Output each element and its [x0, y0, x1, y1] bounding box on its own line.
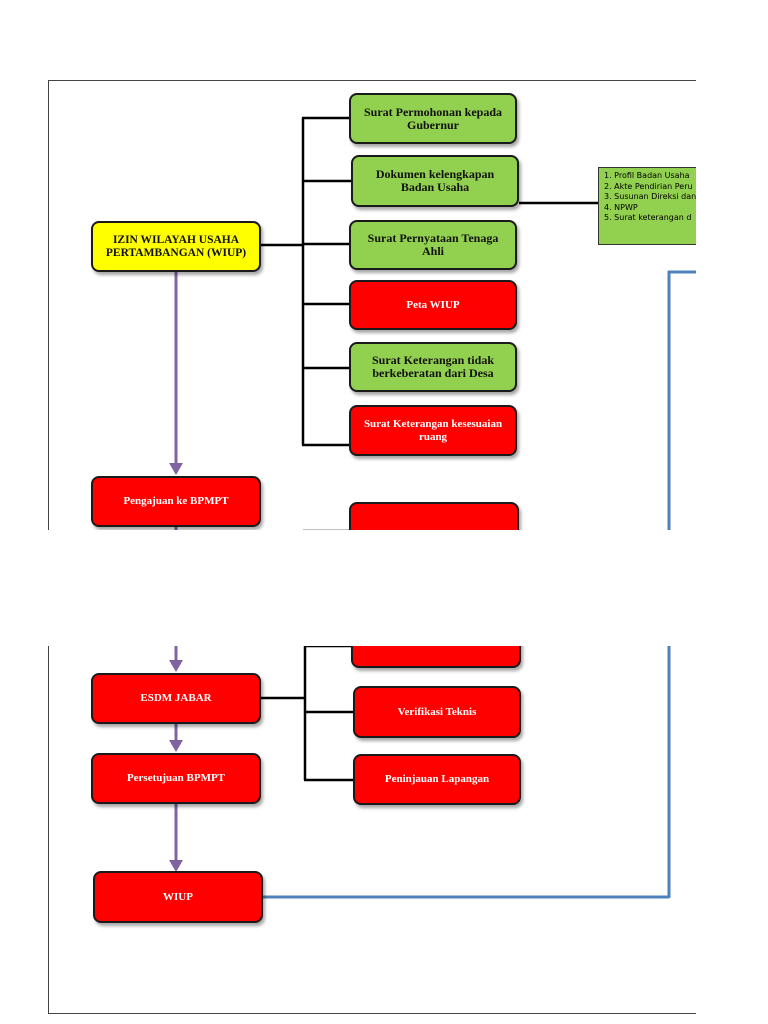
- requirement-keterangan-desa: Surat Keterangan tidak berkeberatan dari…: [349, 342, 517, 392]
- connector-lines-top: [169, 116, 696, 530]
- page-panel-top: Surat Permohonan kepada Gubernur Dokumen…: [48, 80, 696, 530]
- badan-usaha-document-list: 1. Profil Badan Usaha 2. Akte Pendirian …: [598, 167, 696, 245]
- requirement-kesesuaian-ruang: Surat Keterangan kesesuaian ruang: [349, 405, 517, 456]
- node-pengajuan-bpmpt: Pengajuan ke BPMPT: [91, 476, 261, 527]
- requirement-dokumen-badan-usaha: Dokumen kelengkapan Badan Usaha: [351, 155, 519, 207]
- document-item: 3. Susunan Direksi dan: [604, 192, 696, 201]
- verification-administrasi-top: Verifikasi Administrasi: [349, 502, 519, 530]
- node-wiup-result: WIUP: [93, 871, 263, 923]
- document-item: 1. Profil Badan Usaha: [604, 171, 690, 180]
- requirement-pernyataan-tenaga-ahli: Surat Pernyataan Tenaga Ahli: [349, 220, 517, 270]
- document-item: 4. NPWP: [604, 202, 638, 212]
- node-persetujuan-bpmpt: Persetujuan BPMPT: [91, 753, 261, 804]
- document-item: 2. Akte Pendirian Peru: [604, 181, 693, 191]
- document-item: 5. Surat keterangan d: [604, 213, 692, 222]
- requirement-surat-permohonan: Surat Permohonan kepada Gubernur: [349, 93, 517, 144]
- verification-peninjauan-lapangan: Peninjauan Lapangan: [353, 754, 521, 805]
- verification-administrasi-bottom: [351, 646, 521, 668]
- node-esdm-jabar: ESDM JABAR: [91, 673, 261, 724]
- verification-teknis: Verifikasi Teknis: [353, 686, 521, 738]
- requirement-peta-wiup: Peta WIUP: [349, 280, 517, 330]
- main-node-wiup-permit: IZIN WILAYAH USAHA PERTAMBANGAN (WIUP): [91, 221, 261, 272]
- page-panel-bottom: ESDM JABAR Verifikasi Teknis Peninjauan …: [48, 646, 696, 1014]
- connector-lines-bottom: [169, 646, 671, 899]
